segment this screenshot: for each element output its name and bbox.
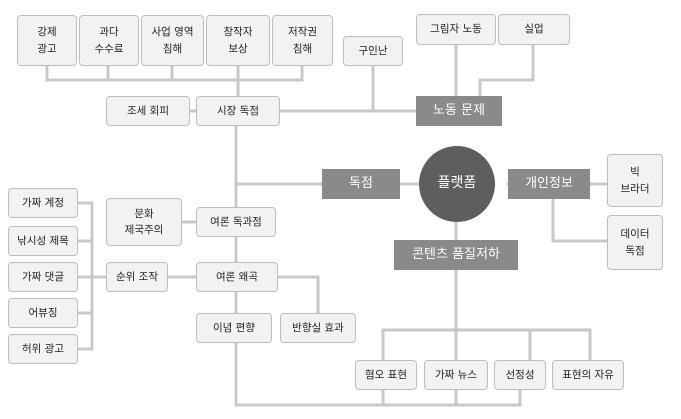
node-free-expression: 표현의 자유	[552, 360, 624, 390]
node-opinion-oligopoly: 여론 독과점	[196, 207, 276, 237]
node-label: 여론 독과점	[210, 215, 262, 228]
node-rank-manipulation: 순위 조작	[106, 262, 168, 292]
unemployment-link	[478, 43, 535, 98]
node-label: 창작자 보상	[223, 26, 253, 55]
node-label: 데이터 독점	[620, 228, 650, 257]
node-label: 가짜 댓글	[22, 270, 64, 283]
node-market-monopoly: 시장 독점	[196, 96, 280, 126]
node-business-encroach: 사업 영역 침해	[141, 15, 204, 66]
node-creator-comp: 창작자 보상	[206, 15, 270, 66]
node-label: 저작권 침해	[288, 26, 317, 55]
node-fake-news: 가짜 뉴스	[424, 360, 488, 390]
node-hate-speech: 혐오 표현	[355, 360, 417, 390]
node-label: 과다 수수료	[94, 26, 124, 55]
node-label: 문화 제국주의	[124, 207, 164, 236]
center-label: 플랫폼	[437, 175, 477, 192]
node-opinion-distortion: 여론 왜곡	[196, 262, 278, 292]
node-job-seeking: 구인난	[343, 36, 403, 66]
node-fake-account: 가짜 계정	[8, 188, 78, 218]
node-label: 시장 독점	[217, 104, 259, 117]
node-label: 혐오 표현	[365, 368, 407, 381]
node-copyright: 저작권 침해	[272, 15, 333, 66]
node-data-monopoly: 데이터 독점	[607, 215, 663, 270]
node-label: 허위 광고	[22, 342, 64, 355]
hub-content: 콘텐츠 품질저하	[394, 240, 518, 270]
node-unemployment: 실업	[498, 14, 570, 45]
node-ideological-bias: 이념 편향	[196, 313, 272, 343]
hub-content-label: 콘텐츠 품질저하	[412, 246, 500, 262]
node-label: 구인난	[358, 44, 388, 57]
node-forced-ads: 강제 광고	[17, 15, 77, 66]
node-label: 선정성	[505, 368, 535, 381]
hub-labor-label: 노동 문제	[433, 102, 485, 118]
node-sensationalism: 선정성	[494, 360, 546, 390]
node-label: 그림자 노동	[430, 23, 482, 36]
node-label: 사업 영역 침해	[151, 26, 194, 55]
node-label: 강제 광고	[37, 26, 57, 55]
node-label: 가짜 뉴스	[435, 368, 477, 381]
node-label: 이념 편향	[213, 321, 255, 334]
node-false-ad: 허위 광고	[8, 334, 78, 364]
node-echo-chamber: 반향실 효과	[280, 313, 356, 343]
hub-privacy-label: 개인정보	[525, 175, 573, 191]
hub-privacy: 개인정보	[508, 169, 590, 199]
node-cultural-imperialism: 문화 제국주의	[106, 198, 182, 246]
hub-monopoly-label: 독점	[349, 175, 373, 191]
node-big-brother: 빅 브라더	[607, 154, 663, 207]
node-label: 여론 왜곡	[216, 270, 258, 283]
node-label: 실업	[524, 23, 544, 36]
node-fake-comment: 가짜 댓글	[8, 262, 78, 292]
node-label: 낚시성 제목	[17, 234, 69, 247]
hub-labor: 노동 문제	[416, 96, 502, 126]
top-bus-line	[45, 64, 304, 82]
node-abusing: 어뷰징	[8, 298, 78, 328]
node-label: 빅 브라더	[620, 166, 650, 195]
node-label: 반향실 효과	[292, 321, 344, 334]
node-label: 순위 조작	[116, 270, 158, 283]
node-tax-evasion: 조세 회피	[106, 96, 190, 126]
node-excess-fees: 과다 수수료	[79, 15, 139, 66]
node-label: 가짜 계정	[22, 196, 64, 209]
center-platform: 플랫폼	[419, 146, 495, 222]
node-label: 어뷰징	[28, 306, 58, 319]
node-label: 표현의 자유	[562, 368, 614, 381]
node-label: 조세 회피	[127, 104, 169, 117]
node-clickbait: 낚시성 제목	[8, 226, 78, 256]
node-shadow-labor: 그림자 노동	[416, 14, 496, 45]
hub-monopoly: 독점	[322, 169, 400, 199]
